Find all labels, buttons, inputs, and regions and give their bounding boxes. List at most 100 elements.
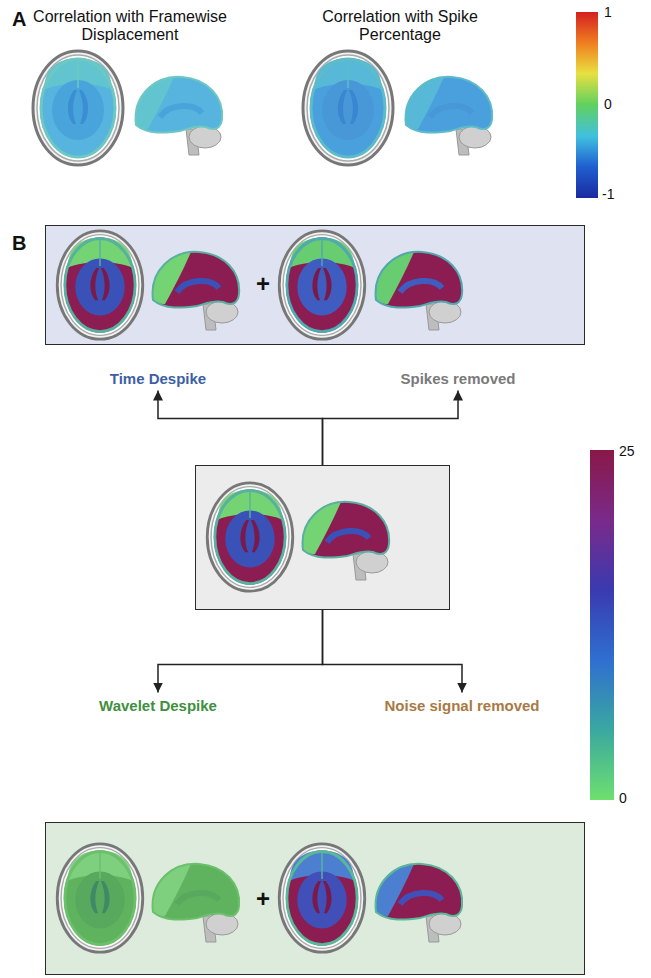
brain-map [297,871,346,928]
cortex-rim [136,77,223,133]
panel-letter: A [12,8,26,31]
brain-map [136,77,174,129]
brain-map [303,502,390,558]
brain-map [376,252,463,308]
cortex-rim [153,252,240,308]
corpus-callosum [430,106,472,117]
method-name: Time Despike [110,370,206,387]
cortex-rim [376,252,463,308]
panel-letter: B [12,232,26,255]
ventricle [312,881,321,913]
ventricle [323,268,332,300]
midline [347,58,349,88]
corpus-callosum [160,106,202,117]
arrow-connector [323,391,459,466]
skull [61,848,139,949]
colorbar [576,12,598,198]
cortex-rim [41,59,115,157]
sagittal-brain [376,864,463,942]
skull [303,51,393,165]
ventricle [79,90,88,124]
method-label: Wavelet Despike [95,695,221,716]
brain-map [225,510,274,567]
method-label: Spikes removed [396,368,519,389]
sagittal-brain [153,252,240,330]
brain-map [75,871,124,928]
brain-map [303,502,341,554]
ventricle [312,268,321,300]
plus-sign: + [256,270,270,298]
sagittal-brain [303,502,390,580]
cortex-rim [65,851,135,944]
colorbar-tick: -1 [602,186,614,202]
midline [321,238,322,267]
image-panel [195,465,450,610]
method-name: Spikes removed [400,370,515,387]
brain-map [310,58,386,158]
axial-brain [303,51,393,165]
brain-map [297,258,346,315]
colorbar-tick: 25 [619,443,635,459]
brain-map [376,252,414,304]
brain-map [406,77,493,133]
panel-title: Correlation with Spike Percentage [313,8,488,45]
brain-map [153,864,191,916]
corpus-callosum [327,531,369,542]
axial-brain [57,231,143,339]
method-name: Wavelet Despike [99,697,217,714]
brain-map [406,77,444,129]
colorbar-tick: 0 [619,790,627,806]
brain-map [376,864,414,916]
axial-brain [207,483,293,591]
axial-brain [279,231,365,339]
sagittal-brain [406,77,493,155]
cortex-rim [406,77,493,133]
method-name: Noise signal removed [384,697,539,714]
ventricle [349,90,358,124]
midline [99,238,100,267]
cortex-rim [287,851,357,944]
skull [57,844,143,952]
skull [279,231,365,339]
brain-map [286,238,358,333]
ventricle [90,881,99,913]
brain-map [214,490,286,585]
skull [37,55,119,161]
cortex-rim [287,238,357,331]
brain-map [64,238,136,333]
cortex-rim [215,490,285,583]
ventricle [240,520,249,552]
colorbar-tick: 1 [604,4,612,20]
method-label: Noise signal removed [380,695,543,716]
midline [249,490,250,519]
brain-map [290,238,355,268]
midline [77,58,79,88]
skull [33,51,123,165]
brain-map [153,864,240,920]
cortex-rim [153,864,240,920]
axial-brain [33,51,123,165]
brain-map [290,851,355,881]
brain-map [75,258,124,315]
axial-brain [57,844,143,952]
brain-map [153,252,191,304]
cortex-rim [311,59,385,157]
cortex-rim [65,238,135,331]
brain-map [68,238,133,268]
brain-map [64,851,136,946]
colorbar-tick: 0 [604,96,612,112]
brain-map [218,490,283,520]
panel-ground [45,822,585,975]
skull [61,235,139,336]
image-panel: + [45,225,585,345]
plus-sign: + [256,885,270,913]
brain-map [44,58,112,90]
ventricle [323,881,332,913]
sagittal-brain [136,77,223,155]
brain-map [68,851,133,881]
sagittal-brain [153,864,240,942]
skull [211,487,289,588]
corpus-callosum [177,893,219,904]
